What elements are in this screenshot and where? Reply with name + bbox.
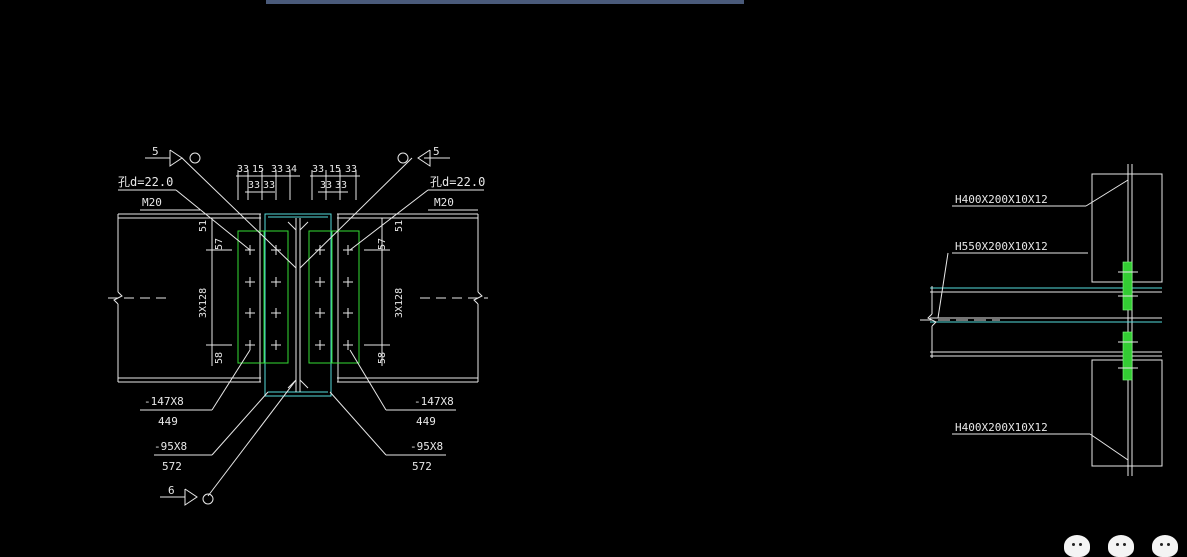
center-column [264,213,332,397]
plate1-len-left: 449 [158,415,178,428]
plate2-spec-right: -95X8 [410,440,443,453]
bolt-mark [271,340,281,350]
weld-label-bottom: 6 [168,484,175,497]
elevation-detail: H400X200X10X12 H550X200X10X12 H400X200X1… [920,164,1163,476]
dim-side-58-left: 58 [214,352,225,364]
dim-side-51-right: 51 [394,220,405,232]
bolt-label-left: M20 [142,196,162,209]
dim-top-right-sub-0: 33 [320,180,332,191]
dim-side-58-right: 58 [377,352,388,364]
dim-side-57-left: 57 [214,238,225,250]
left-beam-outline [108,213,261,383]
weld-symbols [169,149,431,506]
dim-top-right-2: 33 [345,164,357,175]
plate2-spec-left: -95X8 [154,440,187,453]
dim-top-left-1: 15 [252,164,264,175]
plate1-spec-right: -147X8 [414,395,454,408]
dim-top-left-3: 34 [285,164,297,175]
bolt-mark [245,340,255,350]
dim-top-right-sub-1: 33 [335,180,347,191]
top-dimension-lines [236,170,360,200]
dim-side-3x128-left: 3X128 [198,288,209,318]
hole-label-right: 孔d=22.0 [430,175,485,189]
beam-label-top: H400X200X10X12 [955,193,1048,206]
dim-top-left-sub-1: 33 [263,180,275,191]
dim-top-left-sub-0: 33 [248,180,260,191]
bolt-mark [315,340,325,350]
right-beam-outline [337,213,488,383]
side-dimension-lines [206,218,390,366]
dim-top-left-0: 33 [237,164,249,175]
window-title-bar [266,0,744,4]
plate2-len-left: 572 [162,460,182,473]
plate1-len-right: 449 [416,415,436,428]
sticker-icon [1108,535,1134,557]
dim-side-51-left: 51 [198,220,209,232]
beam-label-bottom: H400X200X10X12 [955,421,1048,434]
bolt-mark [343,308,353,318]
bolt-mark [343,340,353,350]
sticker-icon [1064,535,1090,557]
stiffener-top [1122,261,1133,311]
dim-top-left-2: 33 [271,164,283,175]
dim-top-right-1: 15 [329,164,341,175]
bolt-mark [343,245,353,255]
plate1-spec-left: -147X8 [144,395,184,408]
stiffener-bottom [1122,331,1133,381]
bolt-group [245,245,353,350]
hole-label-left: 孔d=22.0 [118,175,173,189]
bolt-label-right: M20 [434,196,454,209]
bolt-mark [315,277,325,287]
bolt-mark [271,245,281,255]
splice-detail: 5 5 6 孔d=22.0 孔d=22.0 M20 M20 33 15 33 3… [108,145,488,506]
dim-side-3x128-right: 3X128 [394,288,405,318]
dim-side-57-right: 57 [377,238,388,250]
beam-label-mid: H550X200X10X12 [955,240,1048,253]
bolt-mark [271,277,281,287]
weld-label-top-right: 5 [433,145,440,158]
bolt-mark [343,277,353,287]
sticker-icon [1152,535,1178,557]
bolt-mark [271,308,281,318]
bolt-mark [245,308,255,318]
leader-lines [118,157,484,498]
splice-plates [237,230,360,364]
weld-label-top-left: 5 [152,145,159,158]
bolt-mark [315,245,325,255]
bolt-mark [315,308,325,318]
plate2-len-right: 572 [412,460,432,473]
dim-top-right-0: 33 [312,164,324,175]
bolt-mark [245,277,255,287]
